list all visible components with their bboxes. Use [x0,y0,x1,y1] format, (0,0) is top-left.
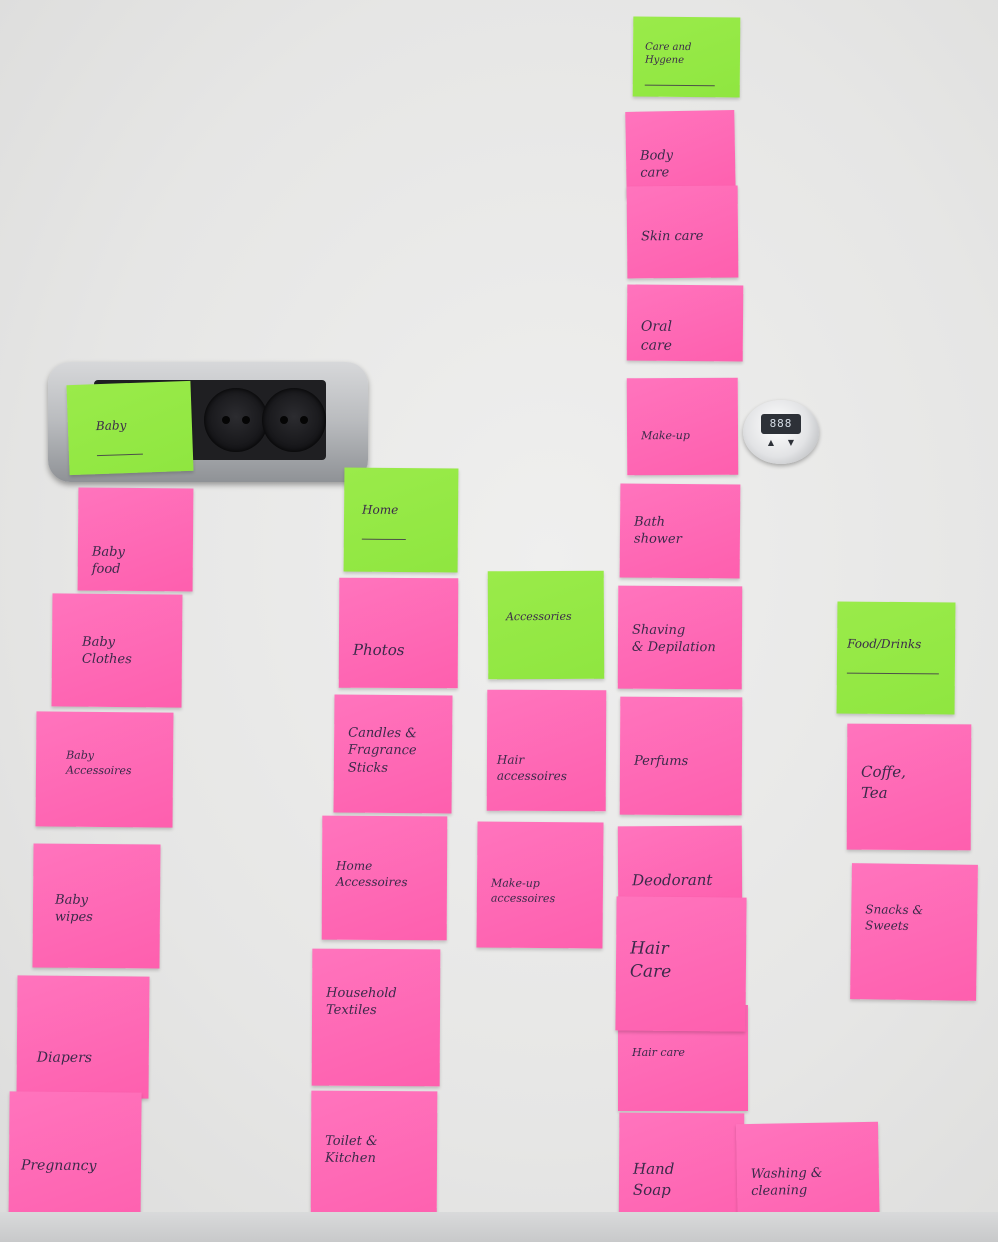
note-text: Toilet & Kitchen [324,1133,378,1167]
note-text: Home Accessoires [335,858,408,890]
arrow-down-icon: ▼ [787,438,795,447]
arrow-up-icon: ▲ [767,438,775,447]
note-text: Baby Accessoires [65,748,132,777]
note-accessories: Accessories [487,570,605,680]
note-makeup: Make-up [626,377,739,476]
power-outlet [48,362,368,482]
note-text: Baby food [91,544,125,577]
note-text: Snacks & Sweets [864,902,924,934]
note-text: Skin care [640,228,704,244]
note-diapers: Diapers [16,975,150,1099]
underline [96,453,143,456]
note-text: Home [362,502,399,518]
note-text: Hair care [632,1045,685,1059]
note-shaving-depilation: Shaving & Depilation [617,585,743,690]
note-text: Washing & cleaning [750,1165,823,1200]
note-makeup-accessoires: Make-up accessoires [476,821,604,949]
note-text: Photos [352,641,405,660]
note-baby-accessoires: Baby Accessoires [35,711,174,828]
note-text: Baby Clothes [81,634,132,668]
note-hair-accessoires: Hair accessoires [486,689,607,812]
note-baby-wipes: Baby wipes [32,843,161,969]
socket-icon [204,388,268,452]
note-coffee-tea: Coffe, Tea [846,723,972,851]
socket-icon [262,388,326,452]
note-text: Baby wipes [54,892,93,926]
thermostat-display: 888 [761,414,801,434]
note-candles-fragrance: Candles & Fragrance Sticks [333,694,453,814]
note-text: Make-up accessoires [490,876,556,905]
note-skin-care: Skin care [626,185,739,279]
note-text: Make-up [641,428,690,443]
note-text: Baby [95,418,127,434]
note-text: Deodorant [632,871,713,890]
note-perfums: Perfums [619,696,743,816]
note-text: Pregnancy [20,1157,97,1175]
note-oral-care: Oral care [626,284,744,362]
note-text: Body care [639,147,674,181]
note-text: Bath shower [633,514,682,548]
note-hair-care: Hair Care [615,896,747,1032]
note-text: Perfums [633,753,689,769]
thermostat: 888 ▲ ▼ [743,400,819,464]
underline [361,538,406,540]
note-text: Coffe, Tea [860,762,906,802]
note-photos: Photos [338,577,459,689]
note-baby: Baby [66,380,194,476]
note-household-textiles: Household Textiles [311,948,441,1087]
note-home-accessoires: Home Accessoires [321,815,448,941]
underline [644,84,715,87]
underline [846,672,939,674]
note-text: Shaving & Depilation [631,622,716,656]
note-text: Candles & Fragrance Sticks [347,725,417,776]
note-text: Household Textiles [325,985,397,1019]
note-text: Hair Care [629,938,672,982]
note-text: Diapers [36,1049,93,1066]
note-home: Home [343,467,459,573]
note-baby-clothes: Baby Clothes [51,593,183,708]
note-food-drinks: Food/Drinks [836,601,956,715]
floor-edge [0,1212,998,1242]
note-text: Food/Drinks [847,636,922,652]
note-baby-food: Baby food [77,487,194,592]
note-text: Care and Hygene [644,41,692,66]
note-text: Accessories [505,609,572,624]
note-text: Hand Soap [632,1159,675,1199]
note-bath-shower: Bath shower [619,483,741,579]
note-care-and-hygene: Care and Hygene [632,16,741,98]
note-text: Hair accessoires [496,752,567,784]
note-snacks-sweets: Snacks & Sweets [850,863,978,1001]
note-text: Oral care [640,318,673,354]
